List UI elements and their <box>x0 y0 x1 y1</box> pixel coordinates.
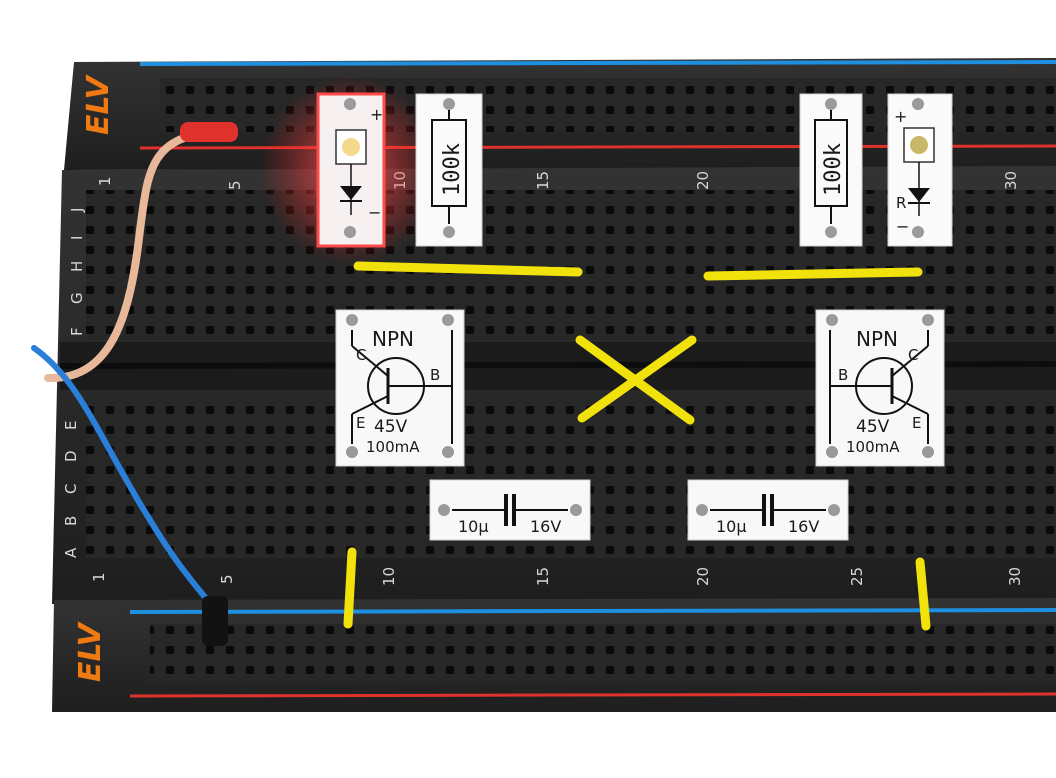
transistor-left-voltage: 45V <box>374 417 408 437</box>
transistor-left-type: NPN <box>372 327 414 351</box>
led-left-minus: − <box>368 203 381 222</box>
transistor-left-b: B <box>430 366 440 384</box>
bottom-rail-holes <box>150 624 1056 684</box>
row-letter-b: B <box>62 516 80 526</box>
resistor-right-value: 100k <box>821 143 846 196</box>
row-letter-j: J <box>68 208 86 213</box>
black-wire-plug <box>202 596 228 646</box>
col-num-bottom-15: 15 <box>534 567 552 586</box>
led-module-left: + − <box>260 75 440 265</box>
col-num-top-1: 1 <box>96 176 114 186</box>
bottom-rail-blue-line <box>129 608 1056 614</box>
led-right-plus: + <box>894 107 907 126</box>
blue-supply-wire <box>31 345 215 609</box>
transistor-right-type: NPN <box>856 327 898 351</box>
col-num-bottom-30: 30 <box>1006 567 1024 586</box>
bottom-rail-red-line <box>129 692 1056 698</box>
column-numbers-bottom: 1 5 10 15 20 25 30 <box>90 567 1024 586</box>
row-letter-i: I <box>68 236 86 240</box>
col-num-bottom-25: 25 <box>848 567 866 586</box>
transistor-right-b: B <box>838 366 848 384</box>
red-wire-plug <box>180 122 238 142</box>
jumper-cross-b <box>577 335 697 423</box>
row-letter-e: E <box>62 421 80 430</box>
transistor-left-c: C <box>356 346 366 364</box>
resistor-left-value: 100k <box>440 143 465 196</box>
jumper-top-right <box>703 267 923 281</box>
capacitor-module-right: 10µ 16V <box>687 479 849 541</box>
capacitor-left-voltage: 16V <box>530 517 561 536</box>
transistor-right-voltage: 45V <box>856 417 890 437</box>
capacitor-left-capacitance: 10µ <box>458 517 489 536</box>
jumper-vertical-right <box>915 557 931 631</box>
red-supply-wire <box>44 128 230 383</box>
capacitor-module-left: 10µ 16V <box>429 479 591 541</box>
row-letter-a: A <box>62 547 80 558</box>
transistor-left-e: E <box>356 414 365 432</box>
supply-wires <box>31 122 238 646</box>
led-right-minus: − <box>896 217 909 236</box>
led-module-right: + R − <box>887 93 953 247</box>
transistor-left-current: 100mA <box>366 438 420 456</box>
capacitor-right-capacitance: 10µ <box>716 517 747 536</box>
row-letter-d: D <box>62 450 80 462</box>
brand-logo-bottom: ELV <box>73 621 108 682</box>
row-letters: J I H G F E D C B A <box>62 208 86 558</box>
col-num-bottom-1: 1 <box>90 572 108 582</box>
col-num-top-20: 20 <box>694 171 712 190</box>
row-letter-c: C <box>62 484 80 494</box>
resistor-module-left: 100k <box>415 93 483 247</box>
led-right-label: R <box>896 194 906 212</box>
col-num-top-30: 30 <box>1002 171 1020 190</box>
transistor-right-e: E <box>912 414 921 432</box>
transistor-module-left: NPN C B E 45V 100mA <box>335 309 465 467</box>
jumper-vertical-left <box>343 547 357 629</box>
transistor-module-right: NPN C B E 45V 100mA <box>815 309 945 467</box>
capacitor-right-voltage: 16V <box>788 517 819 536</box>
col-num-top-15: 15 <box>534 171 552 190</box>
resistor-module-right: 100k <box>799 93 863 247</box>
led-left-plus: + <box>370 105 383 124</box>
row-letter-f: F <box>68 327 86 336</box>
jumper-top-left <box>353 261 583 277</box>
col-num-top-5: 5 <box>226 180 244 190</box>
col-num-bottom-5: 5 <box>218 574 236 584</box>
row-letter-g: G <box>68 292 86 304</box>
bottom-power-rail: ELV <box>52 598 1056 712</box>
transistor-right-c: C <box>908 346 918 364</box>
brand-logo-top: ELV <box>81 74 116 135</box>
transistor-right-current: 100mA <box>846 438 900 456</box>
col-num-bottom-10: 10 <box>380 567 398 586</box>
row-letter-h: H <box>68 261 86 272</box>
top-rail-blue-line <box>139 60 1056 66</box>
yellow-jumpers <box>343 261 931 631</box>
col-num-bottom-20: 20 <box>694 567 712 586</box>
